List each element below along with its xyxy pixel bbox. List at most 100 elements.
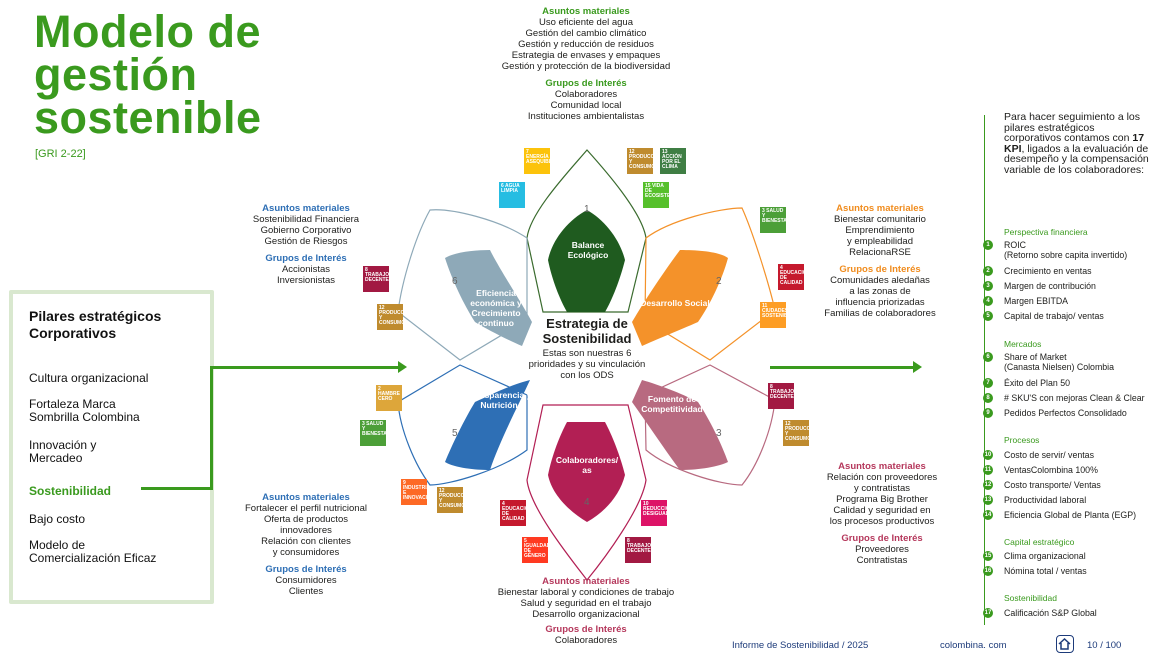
sdg-6-icon: 6 AGUA LIMPIA (499, 182, 525, 208)
intro-text: Para hacer seguimiento a los pilares est… (1004, 111, 1140, 144)
sdg-9-icon: 9 INDUSTRIA E INNOVACIÓN (401, 479, 427, 505)
group-item: Contratistas (856, 555, 908, 566)
intro-kpi-count: 17 KPI (1004, 132, 1145, 155)
sdg-11-icon: 11 CIUDADES SOSTENIBLES (760, 302, 786, 328)
pillar-item: Bajo costo (29, 512, 86, 526)
topic-item: Uso eficiente del agua (538, 17, 633, 28)
sdg-4-icon: 4 EDUCACIÓN DE CALIDAD (778, 264, 804, 290)
sdg-5-icon: 5 IGUALDAD DE GÉNERO (522, 537, 548, 563)
topic-item: Gestión del cambio climático (525, 28, 647, 39)
pillar-item: Modelo de Comercialización Eficaz (29, 538, 157, 565)
strategy-center: Estrategia de Sostenibilidad Estas son n… (528, 316, 646, 381)
kpi-section-title: Procesos (1004, 435, 1040, 445)
petal-number-6: 6 (452, 276, 458, 287)
pillar-item: Innovación y Mercadeo (29, 438, 97, 465)
title-line-1: Modelo de (34, 6, 261, 57)
sdg-15-icon: 15 VIDA DE ECOSISTEMAS (643, 182, 669, 208)
sdg-13-icon: 13 ACCIÓN POR EL CLIMA (660, 148, 686, 174)
petal-number-5: 5 (452, 428, 458, 439)
strategy-subtitle: Estas son nuestras 6 prioridades y su vi… (528, 348, 646, 381)
petal-3 (632, 380, 728, 470)
sdg-10-icon: 10 REDUCCIÓN DESIGUALDADES (641, 500, 667, 526)
topic-item: Gestión y protección de la biodiversidad (501, 61, 671, 72)
topic-item: Sostenibilidad Financiera (252, 214, 360, 225)
material-topics-bottom-right: Asuntos materiales Relación con proveedo… (812, 461, 952, 566)
block-heading: Asuntos materiales (836, 203, 924, 214)
topic-item: Gobierno Corporativo (260, 225, 352, 236)
material-topics-right: Asuntos materiales Bienestar comunitario… (812, 203, 948, 319)
sdg-7-icon: 7 ENERGÍA ASEQUIBLE (524, 148, 550, 174)
arrow-head-icon (913, 361, 922, 373)
group-item: Familias de colaboradores (824, 308, 936, 319)
topic-item: RelacionaRSE (849, 247, 911, 258)
page-number: 10 / 100 (1087, 640, 1122, 651)
pillars-heading: Pilares estratégicos Corporativos (29, 308, 162, 341)
block-heading: Grupos de Interés (545, 624, 627, 635)
footer-report: Informe de Sostenibilidad / 2025 (732, 640, 869, 651)
petal-label-3: Fomento de Competitividad (641, 394, 703, 414)
petal-number-4: 4 (584, 497, 590, 508)
pillar-item: Fortaleza Marca Sombrilla Colombina (29, 397, 140, 424)
sdg-12-icon: 12 PRODUCCIÓN Y CONSUMO (437, 487, 463, 513)
group-item: Colaboradores (554, 635, 618, 646)
sdg-3-icon: 3 SALUD Y BIENESTAR (760, 207, 786, 233)
block-heading: Asuntos materiales (838, 461, 926, 472)
group-item: Proveedores (855, 544, 909, 555)
petal-number-2: 2 (716, 276, 722, 287)
sustainability-flower (397, 149, 776, 581)
topic-item: Fortalecer el perfil nutricional (245, 503, 367, 514)
sdg-4-icon: 4 EDUCACIÓN DE CALIDAD (500, 500, 526, 526)
petal-6 (445, 250, 532, 346)
kpi-section-title: Sostenibilidad (1004, 593, 1057, 603)
group-item: Accionistas (281, 264, 331, 275)
group-item: Consumidores (275, 575, 337, 586)
group-item: Comunidad local (550, 100, 622, 111)
pillar-item-active: Sostenibilidad (29, 484, 112, 498)
block-heading: Asuntos materiales (542, 6, 630, 17)
petal-2 (632, 250, 728, 346)
home-icon[interactable] (1056, 635, 1074, 653)
petal-number-3: 3 (716, 428, 722, 439)
topic-item: Salud y seguridad en el trabajo (520, 598, 652, 609)
connector-line-right (770, 366, 915, 369)
sdg-8-icon: 8 TRABAJO DECENTE (363, 266, 389, 292)
topic-item: y contratistas (854, 483, 910, 494)
group-item: Comunidades aledañas (830, 275, 930, 286)
title-line-3: sostenible (34, 92, 262, 143)
sdg-3-icon: 3 SALUD Y BIENESTAR (360, 420, 386, 446)
block-heading: Grupos de Interés (839, 264, 921, 275)
sdg-12-icon: 12 PRODUCCIÓN Y CONSUMO (377, 304, 403, 330)
pillars-box: Pilares estratégicos Corporativos Cultur… (9, 290, 214, 604)
group-item: Colaboradores (554, 89, 618, 100)
topic-item: Relación con clientes (261, 536, 351, 547)
topic-item: Desarrollo organizacional (532, 609, 640, 620)
topic-item: y consumidores (272, 547, 340, 558)
page-title: Modelo de gestión sostenible (34, 6, 262, 143)
group-item: influencia priorizadas (835, 297, 925, 308)
petal-outline-3 (644, 364, 776, 486)
petal-1 (548, 210, 625, 312)
topic-item: Gestión de Riesgos (264, 236, 348, 247)
pillar-item: Cultura organizacional (29, 371, 149, 385)
sdg-12-icon: 12 PRODUCCIÓN Y CONSUMO (783, 420, 809, 446)
sdg-8-icon: 8 TRABAJO DECENTE (625, 537, 651, 563)
material-topics-bottom: Asuntos materiales Bienestar laboral y c… (476, 576, 696, 646)
petal-label-6: Eficiencia económica y Crecimiento conti… (470, 288, 522, 328)
footer-site-link[interactable]: colombina. com (940, 640, 1007, 651)
topic-item: Programa Big Brother (836, 494, 928, 505)
kpi-timeline (984, 115, 985, 625)
material-topics-bottom-left: Asuntos materiales Fortalecer el perfil … (234, 492, 378, 597)
kpi-section-title: Mercados (1004, 339, 1042, 349)
